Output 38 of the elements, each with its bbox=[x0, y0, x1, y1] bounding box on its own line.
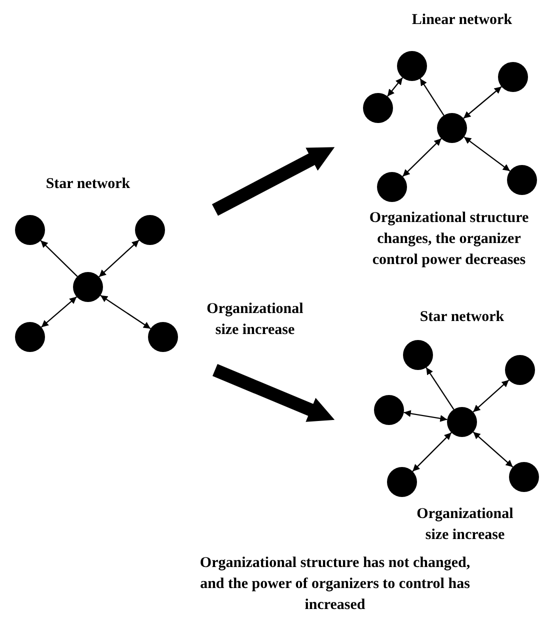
arrow bbox=[426, 367, 454, 410]
circle-node bbox=[509, 462, 539, 492]
circle-node bbox=[148, 322, 178, 352]
caption-text: Organizational structure has not changed, and the power of organizers to control has increased bbox=[198, 554, 472, 615]
circle-node bbox=[397, 51, 427, 81]
circle-node bbox=[374, 395, 404, 425]
caption-text: Organizational size increase bbox=[206, 300, 304, 340]
circle-node bbox=[377, 172, 407, 202]
circle-node bbox=[15, 322, 45, 352]
network-title: Star network bbox=[418, 308, 506, 327]
arrow bbox=[412, 432, 452, 472]
circle-node bbox=[507, 165, 537, 195]
arrow bbox=[420, 78, 444, 116]
caption-text: Organizational structure changes, the organizer control power decreases bbox=[368, 209, 530, 270]
arrow bbox=[404, 410, 448, 422]
arrow bbox=[472, 380, 510, 412]
arrow bbox=[40, 296, 78, 328]
circle-node bbox=[15, 215, 45, 245]
arrow bbox=[464, 136, 510, 172]
arrow bbox=[100, 294, 151, 330]
network-title: Star network bbox=[44, 175, 132, 194]
circle-node bbox=[363, 93, 393, 123]
circle-node bbox=[505, 355, 535, 385]
arrow bbox=[463, 86, 502, 119]
arrow bbox=[98, 240, 140, 278]
arrow bbox=[402, 138, 442, 177]
circle-node bbox=[447, 407, 477, 437]
circle-node bbox=[403, 340, 433, 370]
circle-node bbox=[135, 215, 165, 245]
arrow bbox=[386, 77, 404, 97]
circle-node bbox=[387, 467, 417, 497]
arrow bbox=[472, 432, 514, 468]
network-title: Linear network bbox=[410, 11, 514, 30]
circle-node bbox=[73, 272, 103, 302]
circle-node bbox=[437, 113, 467, 143]
caption-text: Organizational size increase bbox=[416, 505, 514, 545]
arrow bbox=[40, 240, 78, 277]
circle-node bbox=[498, 62, 528, 92]
